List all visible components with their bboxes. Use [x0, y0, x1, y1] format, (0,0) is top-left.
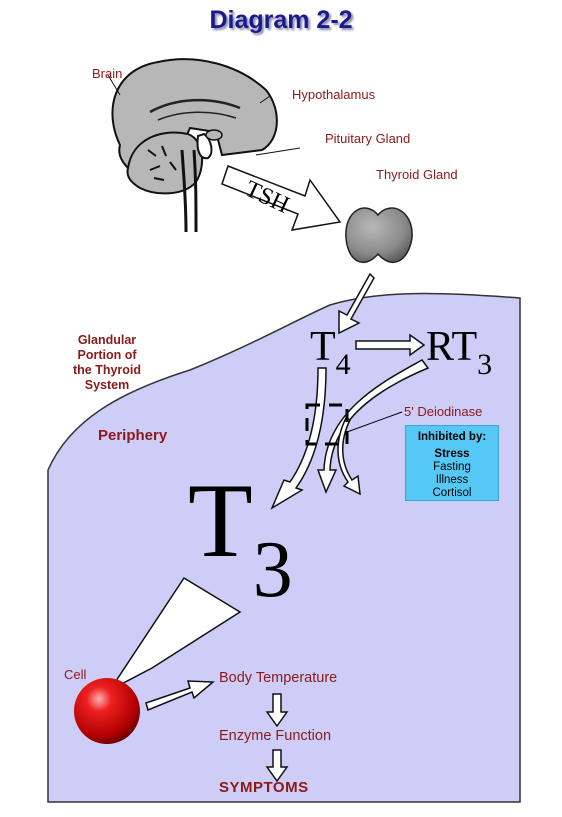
inhibitor-item: Illness	[435, 474, 469, 486]
periphery-region	[47, 292, 521, 803]
t4-label: T4	[310, 324, 351, 381]
t3-to-cell-arrow	[109, 576, 242, 691]
t4-to-t3-arrow	[270, 367, 327, 510]
deiodinase-pointer	[346, 411, 403, 433]
brain-illustration	[107, 58, 301, 233]
deiodinase-arrow	[337, 416, 361, 496]
thyroid-to-t4-arrow	[338, 272, 375, 335]
diagram-title: Diagram 2-2	[209, 6, 353, 34]
deiodinase-box	[305, 403, 349, 446]
glandular-portion-label: Glandular Portion of the Thyroid System	[72, 333, 142, 392]
deiodinase-label: 5' Deiodinase	[404, 404, 483, 419]
rt3-label: RT3	[426, 324, 493, 381]
hypothalamus-label: Hypothalamus	[292, 87, 376, 102]
temperature-to-enzyme-arrow	[265, 693, 289, 728]
rt3-return-arrow	[316, 359, 430, 494]
body-temperature-label: Body Temperature	[219, 670, 338, 686]
periphery-label: Periphery	[98, 427, 168, 444]
cell-sphere	[74, 678, 140, 744]
inhibited-by-box: Inhibited by: Stress Fasting Illness Cor…	[405, 425, 499, 501]
inhibited-by-heading: Inhibited by:	[417, 431, 487, 443]
enzyme-to-symptoms-arrow	[265, 749, 289, 783]
t3-label: T3	[188, 462, 293, 615]
inhibitor-item: Cortisol	[432, 487, 472, 499]
pituitary-gland-label: Pituitary Gland	[325, 131, 411, 146]
inhibitor-item: Stress	[434, 448, 470, 460]
brain-label: Brain	[92, 66, 123, 81]
cell-label: Cell	[64, 667, 87, 682]
tsh-arrow	[221, 165, 342, 231]
symptoms-label: SYMPTOMS	[219, 779, 309, 796]
thyroid-gland-shape	[345, 207, 413, 264]
thyroid-gland-label: Thyroid Gland	[376, 167, 458, 182]
t4-to-rt3-arrow	[355, 333, 426, 357]
cell-to-temperature-arrow	[145, 680, 215, 712]
enzyme-function-label: Enzyme Function	[219, 728, 332, 744]
inhibitor-item: Fasting	[433, 461, 471, 473]
